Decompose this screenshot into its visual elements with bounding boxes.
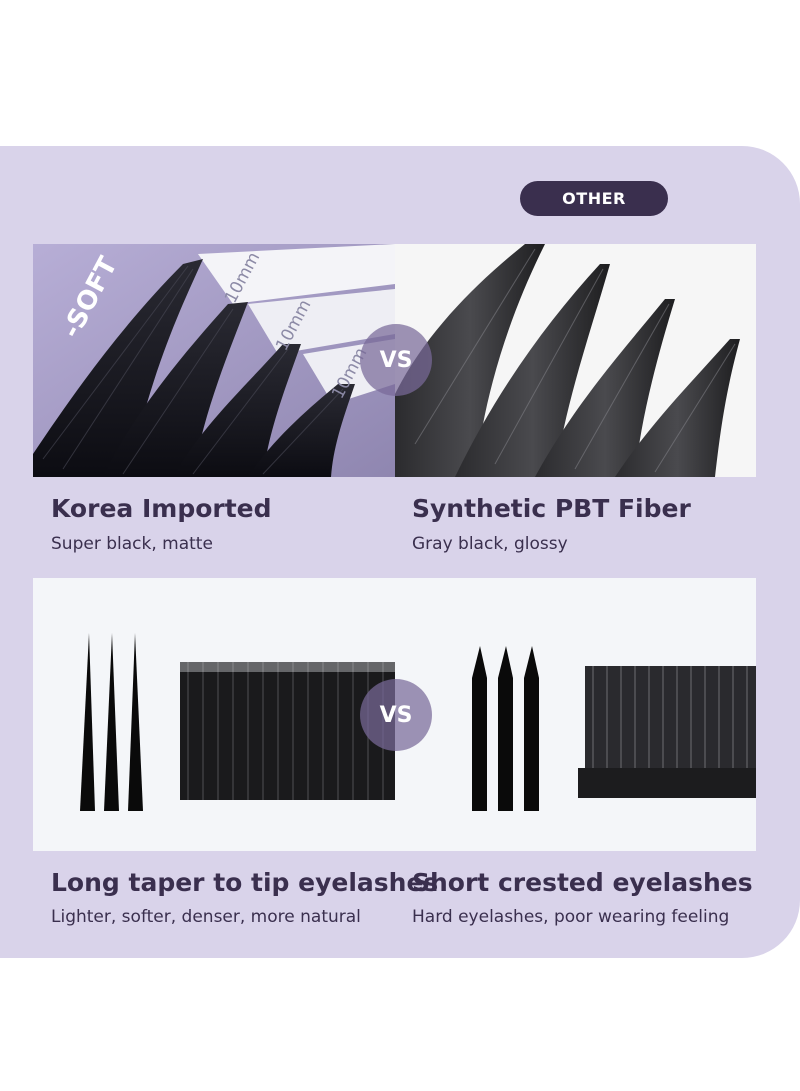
- short-crested-subtitle: Hard eyelashes, poor wearing feeling: [412, 907, 730, 927]
- vs-badge: VS: [360, 324, 432, 396]
- taper-spike-icon: [104, 633, 119, 811]
- other-badge: OTHER: [520, 181, 668, 216]
- korea-imported-title: Korea Imported: [51, 494, 272, 523]
- long-taper-photo: [33, 578, 395, 851]
- crested-spike-icon: [524, 646, 539, 811]
- crested-spike-icon: [498, 646, 513, 811]
- long-taper-subtitle: Lighter, softer, denser, more natural: [51, 907, 361, 927]
- short-crested-title: Short crested eyelashes: [412, 868, 753, 897]
- long-taper-title: Long taper to tip eyelashes: [51, 868, 439, 897]
- taper-spike-icon: [128, 633, 143, 811]
- short-crested-photo: [395, 578, 756, 851]
- pbt-lashes-photo: [395, 244, 756, 477]
- korea-imported-subtitle: Super black, matte: [51, 534, 213, 554]
- pbt-fiber-subtitle: Gray black, glossy: [412, 534, 568, 554]
- korea-lashes-photo: -SOFT 10mm 10mm 10mm: [33, 244, 395, 477]
- pbt-fiber-title: Synthetic PBT Fiber: [412, 494, 691, 523]
- crested-spike-icon: [472, 646, 487, 811]
- taper-spike-icon: [80, 633, 95, 811]
- vs-badge: VS: [360, 679, 432, 751]
